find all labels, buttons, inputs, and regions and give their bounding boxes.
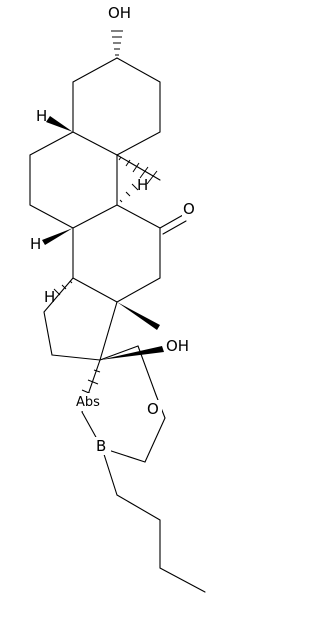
oh-right-wedge	[100, 346, 164, 360]
h9-bond	[119, 183, 139, 203]
ring-o-right-label: O	[147, 400, 159, 418]
butyl-chain	[101, 447, 206, 593]
oh-top-label: OH	[108, 4, 131, 22]
stereo-abs-label: Abs	[76, 395, 100, 410]
boron-label: B	[96, 437, 106, 455]
c17-o-hash	[81, 369, 101, 397]
h14-label: H	[44, 288, 55, 306]
methyl-13-wedge	[117, 302, 160, 330]
h14-bond	[53, 280, 73, 296]
molecule-structure: OH O OH Abs O B H H H H	[29, 4, 206, 593]
ring-b	[29, 131, 118, 229]
ketone-o-label: O	[183, 200, 195, 218]
h8-wedge	[42, 228, 73, 245]
ketone-bond	[159, 214, 187, 235]
ring-c	[72, 204, 161, 303]
h9-label: H	[137, 176, 148, 194]
h8-label: H	[30, 235, 41, 253]
oh-right-label: OH	[166, 337, 189, 355]
ring-d	[43, 277, 118, 361]
h5-wedge	[46, 116, 73, 132]
ring-a	[72, 57, 161, 156]
h5-label: H	[36, 107, 47, 125]
methyl-10-bond	[116, 154, 161, 185]
oh-top-bond	[111, 30, 123, 56]
